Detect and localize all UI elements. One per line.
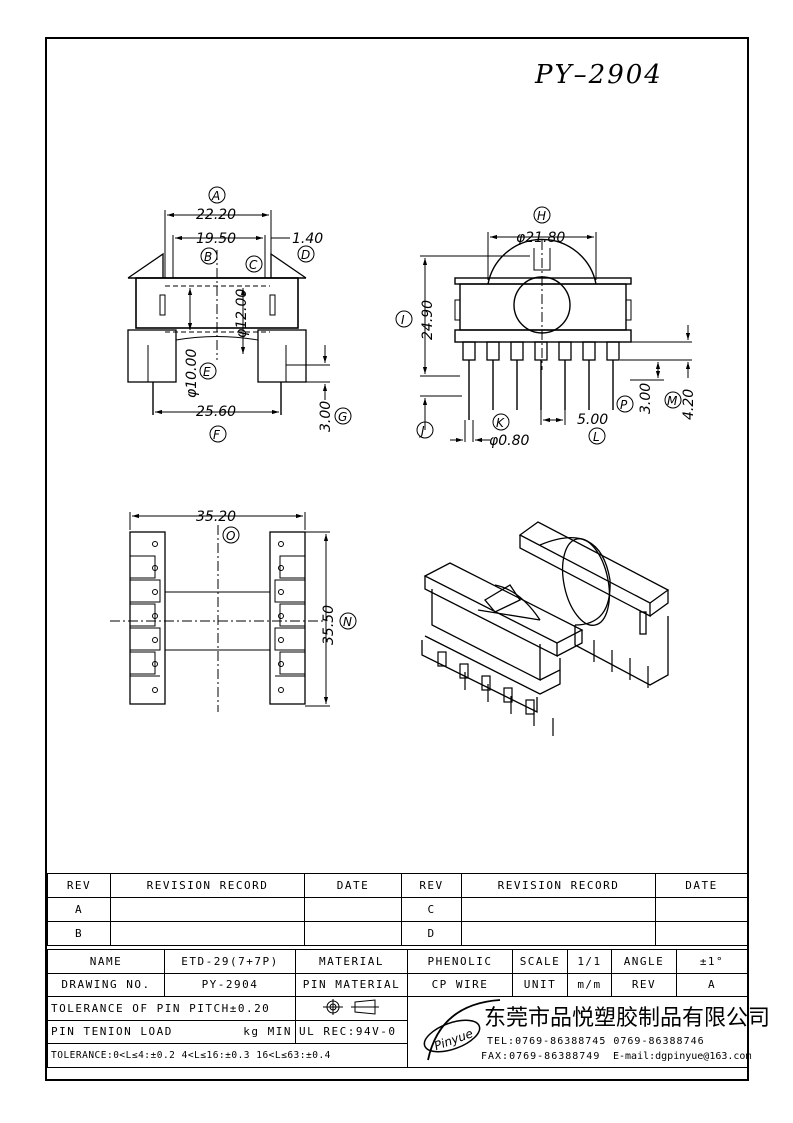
drawing-no-label: DRAWING NO. <box>47 972 165 997</box>
ul-rating: UL REC:94V-0 <box>295 1019 408 1044</box>
title-row-2: DRAWING NO. PY-2904 PIN MATERIAL CP WIRE… <box>47 972 748 997</box>
dim-35-50: 35.50 <box>321 605 337 645</box>
dim-4-20: 4.20 <box>681 389 697 420</box>
rev-cell: A <box>47 897 111 922</box>
general-tolerance: TOLERANCE:0<L≤4:±0.2 4<L≤16:±0.3 16<L≤63… <box>47 1043 408 1068</box>
revision-table: REV REVISION RECORD DATE REV REVISION RE… <box>47 873 748 946</box>
title-block: NAME ETD-29(7+7P) MATERIAL PHENOLIC SCAL… <box>47 949 748 1068</box>
rev-cell: B <box>47 921 111 946</box>
label-D: D <box>301 248 310 262</box>
part-number: PY–2904 <box>535 60 663 90</box>
rev-cell: D <box>401 921 462 946</box>
label-G: G <box>338 410 347 424</box>
label-E: E <box>203 365 211 379</box>
dim-25-60: 25.60 <box>196 404 236 420</box>
pin-load-label: PIN TENION LOAD <box>51 1025 173 1039</box>
dim-3-00: 3.00 <box>318 401 334 432</box>
angle-label: ANGLE <box>611 949 677 974</box>
drawing-no-value: PY-2904 <box>164 972 296 997</box>
record-cell <box>110 921 305 946</box>
pin-material-value: CP WIRE <box>407 972 513 997</box>
dim-24-90: 24.90 <box>420 300 436 340</box>
pin-tension-cell: PIN TENION LOAD kg MIN <box>47 1019 296 1044</box>
dim-3-00-b: 3.00 <box>638 383 654 414</box>
tolerance-pin-pitch: TOLERANCE OF PIN PITCH±0.20 <box>47 996 296 1021</box>
label-C: C <box>249 258 258 272</box>
bottom-view: 35.20 35.50 O N <box>110 509 357 712</box>
revision-record-header-2: REVISION RECORD <box>461 873 656 898</box>
dim-phi-10-00: φ10.00 <box>184 349 200 398</box>
dim-22-20: 22.20 <box>196 207 236 223</box>
date-cell <box>655 921 748 946</box>
label-A: A <box>211 189 220 203</box>
label-O: O <box>226 529 235 543</box>
material-value: PHENOLIC <box>407 949 513 974</box>
isometric-view <box>421 521 670 736</box>
dim-5-00: 5.00 <box>577 412 608 428</box>
label-H: H <box>537 209 546 223</box>
dim-phi-12-00: φ12.00 <box>234 289 250 338</box>
date-cell <box>304 921 402 946</box>
rev-value: A <box>676 972 748 997</box>
side-view: φ21.80 24.90 φ0.80 5.00 3.00 4.20 H I J … <box>395 206 697 449</box>
date-header: DATE <box>304 873 402 898</box>
scale-label: SCALE <box>512 949 568 974</box>
projection-symbol <box>295 996 408 1021</box>
label-F: F <box>213 428 221 442</box>
pin-material-label: PIN MATERIAL <box>295 972 408 997</box>
pin-load-unit: kg MIN <box>243 1025 292 1039</box>
revision-header-row: REV REVISION RECORD DATE REV REVISION RE… <box>47 873 748 898</box>
name-label: NAME <box>47 949 165 974</box>
label-M: M <box>667 394 678 408</box>
front-view: 22.20 19.50 1.40 25.60 φ12.00 φ10.00 3.0… <box>127 186 352 443</box>
table-row: A C <box>47 897 748 922</box>
label-L: L <box>593 430 600 444</box>
company-fax: FAX:0769-86388749 <box>481 1051 601 1062</box>
label-J: J <box>419 424 425 438</box>
revision-record-header: REVISION RECORD <box>110 873 305 898</box>
title-row-5: TOLERANCE:0<L≤4:±0.2 4<L≤16:±0.3 16<L≤63… <box>47 1043 748 1068</box>
label-B: B <box>204 250 212 264</box>
dim-35-20: 35.20 <box>196 509 236 525</box>
record-cell <box>461 921 656 946</box>
label-I: I <box>401 313 405 327</box>
date-header-2: DATE <box>655 873 748 898</box>
material-label: MATERIAL <box>295 949 408 974</box>
title-row-1: NAME ETD-29(7+7P) MATERIAL PHENOLIC SCAL… <box>47 949 748 974</box>
label-P: P <box>620 398 628 412</box>
date-cell <box>655 897 748 922</box>
table-row: B D <box>47 921 748 946</box>
company-tel: TEL:0769-86388745 0769-86388746 <box>487 1036 705 1047</box>
name-value: ETD-29(7+7P) <box>164 949 296 974</box>
unit-label: UNIT <box>512 972 568 997</box>
dim-1-40: 1.40 <box>292 231 323 247</box>
drawing-frame <box>45 37 749 1081</box>
angle-value: ±1° <box>676 949 748 974</box>
dim-phi-21-80: φ21.80 <box>516 230 565 246</box>
label-K: K <box>496 416 505 430</box>
rev-cell: C <box>401 897 462 922</box>
record-cell <box>110 897 305 922</box>
projection-icon <box>322 998 379 1015</box>
scale-value: 1/1 <box>567 949 612 974</box>
title-row-4: PIN TENION LOAD kg MIN UL REC:94V-0 <box>47 1019 748 1044</box>
company-name: 东莞市品悦塑胶制品有限公司 <box>484 1006 771 1031</box>
title-row-3: TOLERANCE OF PIN PITCH±0.20 <box>47 996 748 1068</box>
rev-label: REV <box>611 972 677 997</box>
date-cell <box>304 897 402 922</box>
unit-value: m/m <box>567 972 612 997</box>
dim-phi-0-80: φ0.80 <box>489 433 530 449</box>
company-email: E-mail:dgpinyue@163.com <box>613 1051 752 1062</box>
label-N: N <box>343 615 352 629</box>
rev-header: REV <box>47 873 111 898</box>
record-cell <box>461 897 656 922</box>
rev-header-2: REV <box>401 873 462 898</box>
dim-19-50: 19.50 <box>196 231 236 247</box>
